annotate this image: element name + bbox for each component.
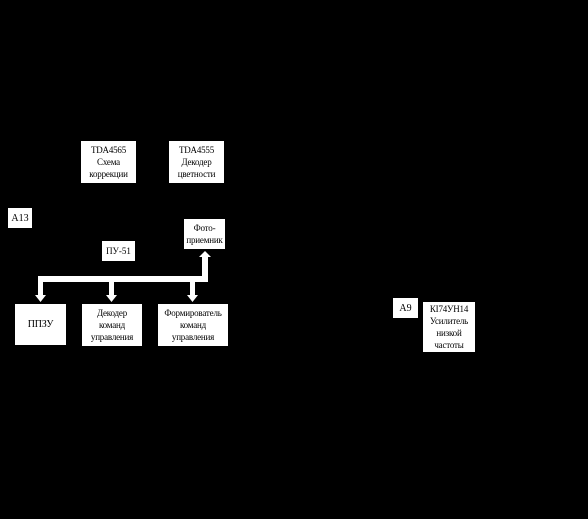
- bus-drop-ppzu: [38, 276, 43, 296]
- block-lf-amplifier: КІ74УН14 Усилитель низкой частоты: [423, 302, 475, 352]
- bus-drop-decoder: [109, 282, 114, 296]
- block-photoreceiver: Фото- приемник: [184, 219, 225, 249]
- arrow-to-photo: [199, 251, 211, 257]
- arrow-to-ppzu: [35, 295, 46, 302]
- tda4565-line-1: TDA4565: [90, 145, 127, 155]
- amp-line-3: низкой: [436, 328, 462, 338]
- bus-drop-former: [190, 282, 195, 296]
- block-tda4565: TDA4565 Схема коррекции: [81, 141, 136, 183]
- tda4555-line-1: TDA4555: [178, 145, 215, 155]
- amp-line-4: частоты: [434, 340, 464, 350]
- amp-line-2: Усилитель: [429, 316, 469, 326]
- arrow-to-former: [187, 295, 198, 302]
- block-command-decoder: Декодер команд управления: [82, 304, 142, 346]
- tda4555-line-2: Декодер: [181, 157, 212, 167]
- photo-line-1: Фото-: [193, 223, 216, 233]
- amp-line-1: КІ74УН14: [429, 304, 469, 314]
- bus-riser-photo: [202, 256, 208, 282]
- decoder-line-2: команд: [98, 320, 126, 330]
- label-a9: А9: [393, 298, 418, 318]
- tda4565-line-3: коррекции: [89, 169, 128, 179]
- label-pu51: ПУ-51: [102, 241, 135, 261]
- tda4555-line-3: цветности: [177, 169, 216, 179]
- photo-line-2: приемник: [186, 235, 223, 245]
- decoder-line-3: управления: [90, 332, 134, 342]
- former-line-2: команд: [179, 320, 207, 330]
- block-tda4555: TDA4555 Декодер цветности: [169, 141, 224, 183]
- tda4565-line-2: Схема: [97, 157, 120, 167]
- block-command-former: Формирователь команд управления: [158, 304, 228, 346]
- arrow-to-decoder: [106, 295, 117, 302]
- former-line-1: Формирователь: [164, 308, 222, 318]
- bus-horizontal: [38, 276, 208, 282]
- decoder-line-1: Декодер: [96, 308, 128, 318]
- ppzu-line-1: ППЗУ: [27, 318, 54, 330]
- label-a13: А13: [8, 208, 32, 228]
- former-line-3: управления: [171, 332, 215, 342]
- block-ppzu: ППЗУ: [15, 304, 66, 345]
